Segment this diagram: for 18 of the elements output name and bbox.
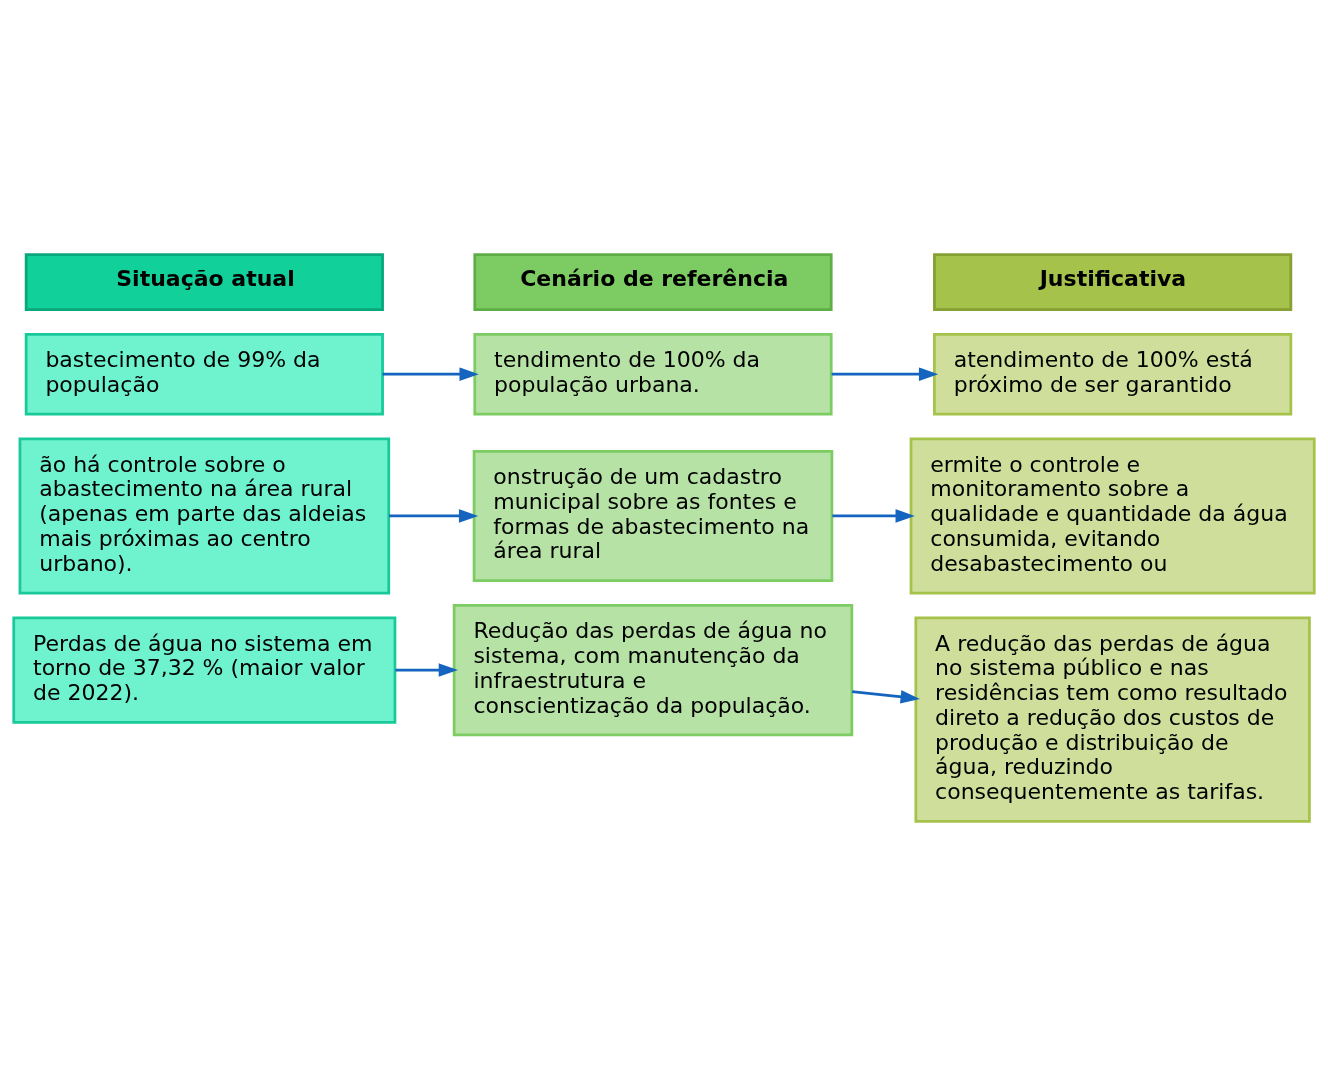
node-box: atendimento de 100% está próximo de ser garantido — [933, 332, 1293, 415]
node-box: Perdas de água no sistema em torno de 37,32 % (maior valor de 2022). — [12, 615, 397, 724]
arrow — [395, 662, 458, 677]
node-box: A redução das perdas de água no sistema público e nas residências tem como resultado direto a redução dos custos de produção e distribuição de água, reduzindo consequentemente as tarifas. — [914, 615, 1311, 823]
node-box: Justificativa — [933, 252, 1293, 311]
node-box: Cenário de referência — [473, 252, 833, 311]
node-box: ermite o controle e monitoramento sobre a qualidade e quantidade da água consumida, evitando desabastecimento ou — [909, 437, 1316, 594]
node-box: Situação atual — [24, 252, 384, 311]
arrow — [382, 367, 479, 381]
node-box: onstrução de um cadastro municipal sobre as fontes e formas de abastecimento na área rural — [472, 449, 834, 582]
arrow — [831, 367, 939, 381]
arrow — [832, 508, 915, 523]
node-box: ão há controle sobre o abastecimento na área rural (apenas em parte das aldeias mais próximas ao centro urbano). — [18, 437, 391, 594]
node-box: bastecimento de 99% da população — [24, 332, 384, 415]
arrow — [389, 508, 479, 523]
node-box: tendimento de 100% da população urbana. — [473, 332, 833, 415]
node-box: Redução das perdas de água no sistema, com manutenção da infraestrutura e conscientização da população. — [452, 603, 854, 736]
arrow — [851, 689, 920, 704]
